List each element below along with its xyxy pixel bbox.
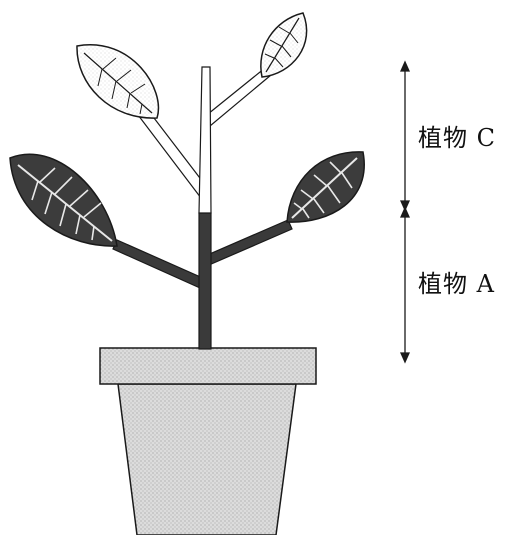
pot-rim [100,348,316,384]
upper-range-arrow [401,62,409,210]
lower-range-arrow [401,208,409,362]
lower-stem [199,213,211,349]
lower-right-branch [205,220,292,265]
lower-plant-label: 植物 A [418,264,495,299]
lower-left-leaf [10,154,117,246]
upper-plant-label: 植物 C [418,118,496,153]
upper-left-leaf [77,45,158,118]
upper-stem [199,67,211,213]
pot-body [118,384,296,535]
lower-left-branch [113,240,205,288]
upper-right-leaf [261,13,307,77]
lower-right-leaf [287,152,364,222]
